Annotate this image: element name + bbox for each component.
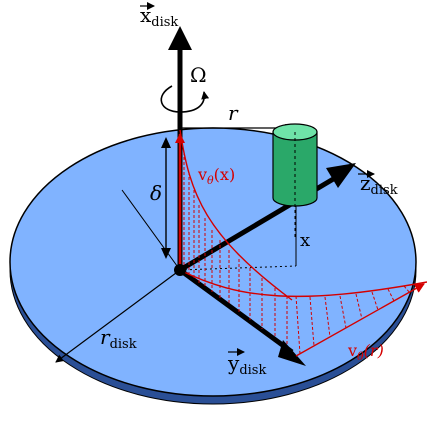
radius-line-back (121, 189, 181, 271)
omega-label: Ω (190, 63, 207, 87)
z-disk-arrowhead (326, 163, 356, 188)
omega-rotation-arrow (160, 85, 210, 113)
r-label: r (228, 101, 239, 125)
v-theta-r-profile (179, 269, 427, 357)
v-theta-r-label: vθ(r) (347, 341, 384, 363)
dotted-projection-1 (179, 265, 297, 271)
z-disk-label: zdisk (360, 171, 398, 198)
y-disk-label: ydisk (227, 351, 266, 378)
delta-label: δ (150, 181, 162, 205)
delta-thickness-arrow (161, 137, 171, 259)
x-label: x (300, 230, 310, 251)
y-disk-arrowhead (278, 340, 306, 366)
v-theta-x-profile (175, 129, 293, 346)
origin-point (174, 264, 186, 276)
radius-line-left (55, 269, 181, 363)
v-theta-x-label: vθ(x) (197, 165, 235, 187)
x-disk-arrowhead (168, 26, 192, 50)
cylinder-probe (272, 123, 318, 240)
y-disk-axis (178, 267, 294, 355)
r-disk-label: rdisk (100, 325, 137, 352)
x-disk-label: xdisk (140, 3, 178, 30)
